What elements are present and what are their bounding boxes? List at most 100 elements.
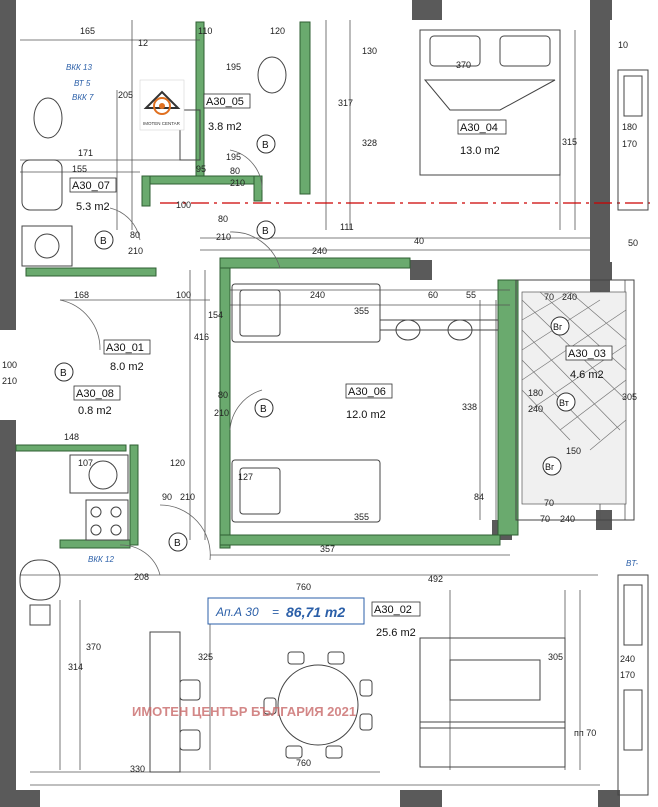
- furniture: [19, 29, 566, 773]
- dim-label: 130: [362, 46, 377, 56]
- dim-label: 154: [208, 310, 223, 320]
- dim-label: 325: [198, 652, 213, 662]
- dim-label: 492: [428, 574, 443, 584]
- wall-bedroom-left: [299, 21, 311, 195]
- svg-text:A30_08: A30_08: [76, 388, 114, 400]
- svg-text:B: B: [174, 538, 181, 549]
- dim-label: 70: [540, 514, 550, 524]
- dim-label: 127: [238, 472, 253, 482]
- dim-label: 210: [214, 408, 229, 418]
- dim-label: 305: [622, 392, 637, 402]
- door-mark: B: [94, 230, 114, 250]
- apartment-eq: =: [272, 605, 279, 619]
- system-notes: ВКК 13 ВТ 5 ВКК 7 ВКК 12 BT-: [66, 63, 638, 568]
- svg-text:A30_04: A30_04: [460, 122, 498, 134]
- dim-label: 148: [64, 432, 79, 442]
- door-mark: B: [256, 220, 276, 240]
- sofa-area: [419, 637, 566, 729]
- room-label-a30-06: A30_06 12.0 m2: [345, 383, 393, 421]
- dim-label: 210: [128, 246, 143, 256]
- dim-label: 240: [620, 654, 635, 664]
- top-right-column: [590, 0, 612, 20]
- double-bed: [419, 29, 561, 176]
- washing-machine: [21, 225, 73, 267]
- agency-logo: IMOTEN CENTAR: [139, 79, 185, 131]
- dim-label: 120: [170, 458, 185, 468]
- dining-table: [277, 664, 359, 746]
- dim-label: 60: [428, 290, 438, 300]
- door-mark: B: [54, 362, 74, 382]
- svg-text:A30_03: A30_03: [568, 348, 606, 360]
- pillow-right: [499, 35, 551, 67]
- svg-text:B: B: [262, 226, 269, 237]
- apartment-summary: Ап.А 30 = 86,71 m2: [207, 597, 365, 625]
- door-swings: [59, 149, 281, 576]
- svg-text:8.0 m2: 8.0 m2: [110, 361, 144, 373]
- dim-label: 240: [562, 292, 577, 302]
- dim-label: 315: [562, 137, 577, 147]
- shower-tray: [19, 559, 61, 601]
- door-mark: B: [168, 532, 188, 552]
- svg-text:A30_07: A30_07: [72, 180, 110, 192]
- stove: [85, 499, 129, 541]
- dim-label: 240: [312, 246, 327, 256]
- dim-label: 210: [230, 178, 245, 188]
- coffee-table: [449, 659, 541, 701]
- dim-label: 370: [456, 60, 471, 70]
- single-bed-top: [231, 283, 381, 343]
- note-label: ВКК 7: [72, 93, 94, 102]
- room-label-a30-01: A30_01 8.0 m2: [103, 339, 151, 373]
- svg-text:B: B: [260, 404, 267, 415]
- dimension-labels: 165 12 110 120 130 370 10 205 195 317 32…: [2, 26, 638, 774]
- dim-label: 100: [2, 360, 17, 370]
- right-wall-upper: [590, 8, 610, 293]
- room-label-a30-03: A30_03 4.6 m2: [565, 345, 613, 381]
- svg-text:Вт: Вт: [559, 398, 569, 408]
- svg-text:25.6 m2: 25.6 m2: [376, 627, 416, 639]
- dim-label: 168: [74, 290, 89, 300]
- partition-walls: [15, 21, 519, 549]
- dim-label: 12: [138, 38, 148, 48]
- balcony-marks: Вг Вт Вг: [542, 316, 576, 476]
- mid-column-1: [410, 260, 432, 280]
- balcony-mark: Вт: [556, 392, 576, 412]
- dim-label: 95: [196, 164, 206, 174]
- dim-label: 195: [226, 152, 241, 162]
- room-label-a30-04: A30_04 13.0 m2: [457, 119, 507, 157]
- svg-text:A30_05: A30_05: [206, 96, 244, 108]
- dim-label: 314: [68, 662, 83, 672]
- svg-text:Вг: Вг: [545, 462, 555, 472]
- svg-text:B: B: [262, 140, 269, 151]
- dim-label: 40: [414, 236, 424, 246]
- wall-room6-top: [219, 257, 411, 269]
- apartment-label: Ап.А 30: [215, 605, 259, 619]
- room-label-a30-05: A30_05 3.8 m2: [203, 93, 251, 133]
- left-wall-upper: [0, 0, 16, 330]
- svg-text:B: B: [100, 236, 107, 247]
- dim-label: 355: [354, 512, 369, 522]
- svg-text:13.0 m2: 13.0 m2: [460, 145, 500, 157]
- dim-label: 70: [544, 292, 554, 302]
- dim-label: 100: [176, 290, 191, 300]
- room-label-a30-07: A30_07 5.3 m2: [69, 177, 117, 213]
- dim-label: 10: [618, 40, 628, 50]
- dim-label: 80: [218, 214, 228, 224]
- svg-text:5.3 m2: 5.3 m2: [76, 201, 110, 213]
- svg-text:A30_06: A30_06: [348, 386, 386, 398]
- dim-label: пп 70: [574, 728, 596, 738]
- dim-label: 328: [362, 138, 377, 148]
- door-marks: B B B B B B: [54, 134, 276, 552]
- target-icon: [153, 97, 171, 115]
- dim-label: 120: [270, 26, 285, 36]
- toilet-2: [33, 97, 63, 139]
- svg-text:B: B: [60, 368, 67, 379]
- mid-column-2: [590, 262, 612, 280]
- dim-label: 760: [296, 758, 311, 768]
- svg-text:Вг: Вг: [553, 322, 563, 332]
- dim-label: 240: [528, 404, 543, 414]
- note-label: BT-: [626, 559, 638, 568]
- dim-label: 205: [118, 90, 133, 100]
- wall-storage-right: [129, 444, 139, 546]
